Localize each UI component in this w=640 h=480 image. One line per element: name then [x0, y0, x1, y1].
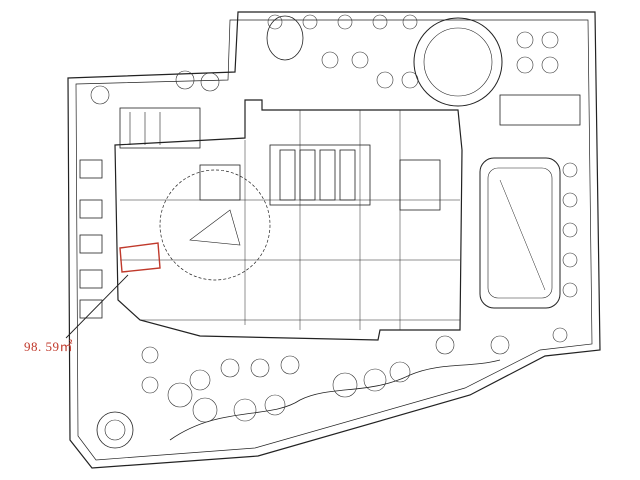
stair-block — [119, 107, 201, 149]
tree-symbols — [90, 14, 578, 423]
leader-line — [65, 274, 129, 339]
building-outline — [114, 99, 463, 341]
fountain — [96, 411, 134, 449]
atrium — [159, 169, 271, 281]
area-label: 98. 59㎡ — [24, 339, 74, 354]
circular-garden — [413, 17, 503, 107]
parking-bays — [79, 159, 103, 319]
site-boundary — [67, 11, 601, 469]
parking-ramp — [479, 157, 561, 309]
highlighted-unit — [119, 242, 161, 273]
garden-path — [169, 359, 501, 441]
